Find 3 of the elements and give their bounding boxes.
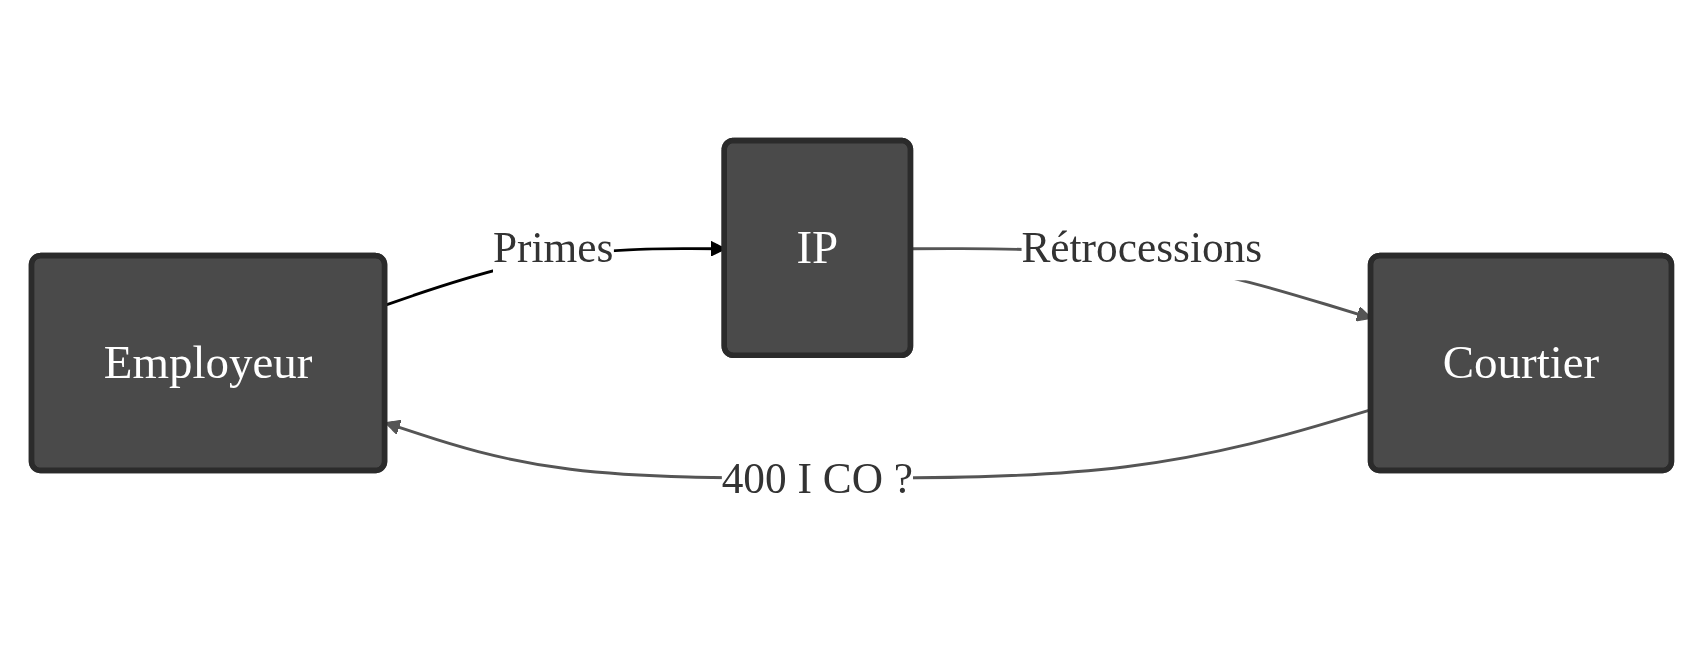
edge-label: Rétrocessions	[1021, 224, 1263, 272]
edge-label: 400 I CO ?	[721, 454, 914, 502]
edge-label: Primes	[492, 224, 614, 272]
